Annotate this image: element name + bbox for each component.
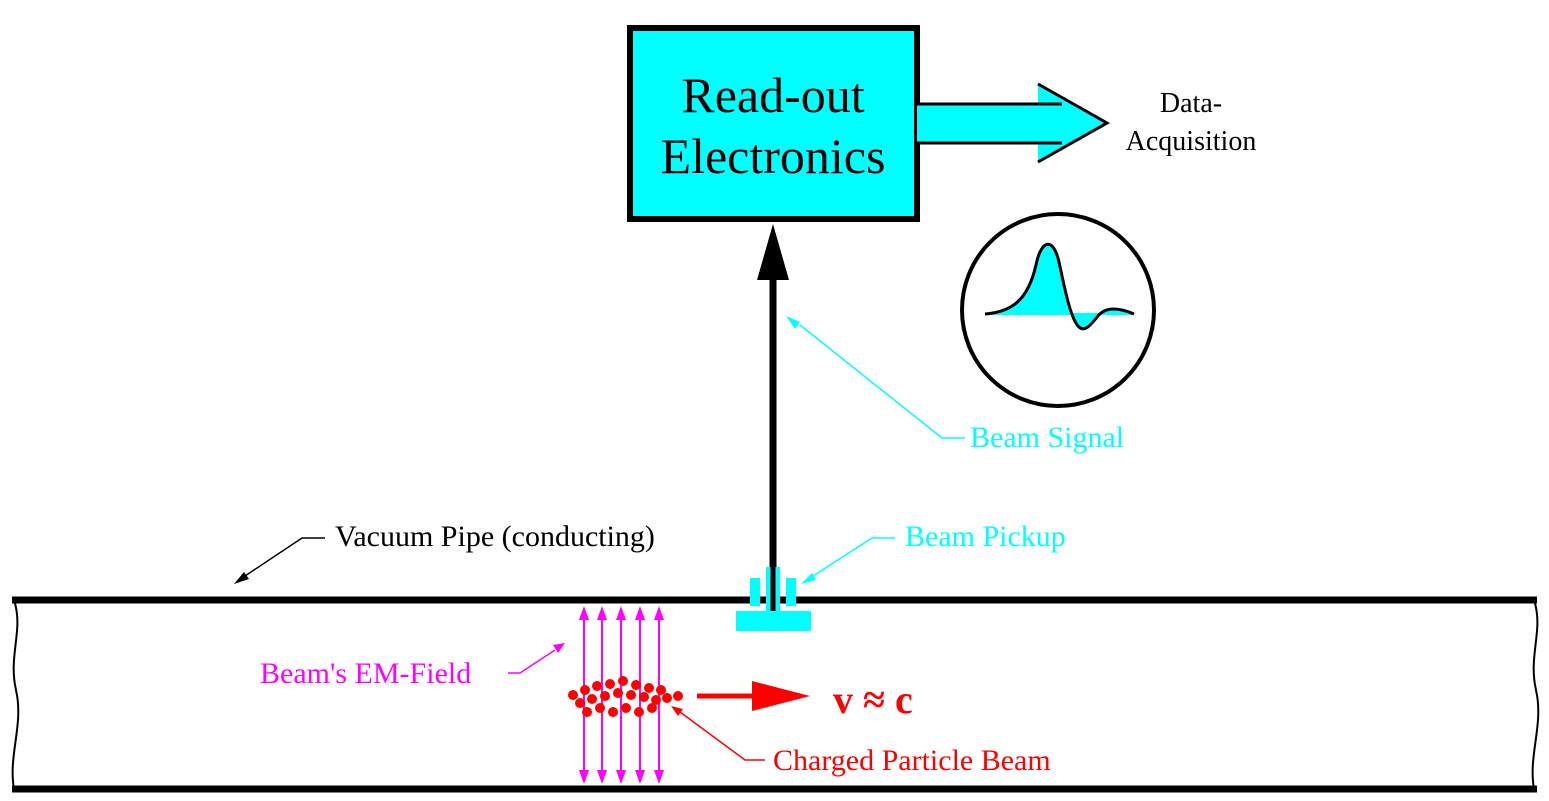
- particle-dot: [587, 694, 597, 704]
- particle-dot: [613, 688, 623, 698]
- particle-dot: [626, 690, 636, 700]
- particle-dot: [644, 683, 654, 693]
- particle-dot: [582, 707, 592, 717]
- particle-bunch: [568, 676, 683, 717]
- particle-dot: [662, 693, 672, 703]
- beam-pickup-label: Beam Pickup: [905, 520, 1066, 553]
- readout-label-line2: Electronics: [661, 128, 886, 184]
- particle-dot: [647, 703, 657, 713]
- beam-pickup-electrode: [736, 567, 811, 631]
- particle-dot: [608, 707, 618, 717]
- particle-dot: [568, 690, 578, 700]
- vacuum-pipe-leader: [234, 537, 325, 584]
- particle-dot: [621, 703, 631, 713]
- particle-dot: [575, 698, 585, 708]
- em-field-arrow: [579, 606, 589, 784]
- particle-dot: [600, 691, 610, 701]
- particle-beam-label: Charged Particle Beam: [773, 744, 1051, 777]
- particle-dot: [592, 681, 602, 691]
- em-field-label: Beam's EM-Field: [260, 657, 471, 690]
- data-acquisition-line2: Acquisition: [1126, 126, 1257, 157]
- readout-electronics-box: Read-out Electronics: [627, 25, 920, 222]
- beam-signal-label: Beam Signal: [970, 421, 1124, 454]
- particle-dot: [656, 685, 666, 695]
- velocity-label: v ≈ c: [833, 677, 913, 722]
- particle-dot: [605, 679, 615, 689]
- particle-dot: [673, 691, 683, 701]
- beam-signal-leader: [786, 316, 965, 439]
- particle-dot: [580, 685, 590, 695]
- particle-dot: [639, 692, 649, 702]
- beam-pickup-leader: [801, 537, 895, 584]
- beam-direction-right-arrow-icon: [697, 681, 810, 711]
- em-field-arrows: [579, 606, 664, 784]
- oscilloscope-circle-icon: [960, 212, 1156, 408]
- particle-dot: [595, 703, 605, 713]
- particle-dot: [618, 676, 628, 686]
- particle-dot: [651, 695, 661, 705]
- data-acquisition-label: Data- Acquisition: [1126, 88, 1257, 157]
- em-field-leader: [508, 643, 565, 674]
- signal-up-arrow-icon: [757, 224, 789, 567]
- particle-dot: [631, 680, 641, 690]
- vacuum-pipe-label: Vacuum Pipe (conducting): [335, 520, 655, 553]
- data-acquisition-line1: Data-: [1160, 88, 1222, 119]
- em-field-arrow: [654, 606, 664, 784]
- readout-label-line1: Read-out: [681, 67, 864, 123]
- particle-dot: [634, 707, 644, 717]
- output-arrow-icon: [917, 82, 1111, 164]
- particle-beam-leader: [671, 706, 765, 761]
